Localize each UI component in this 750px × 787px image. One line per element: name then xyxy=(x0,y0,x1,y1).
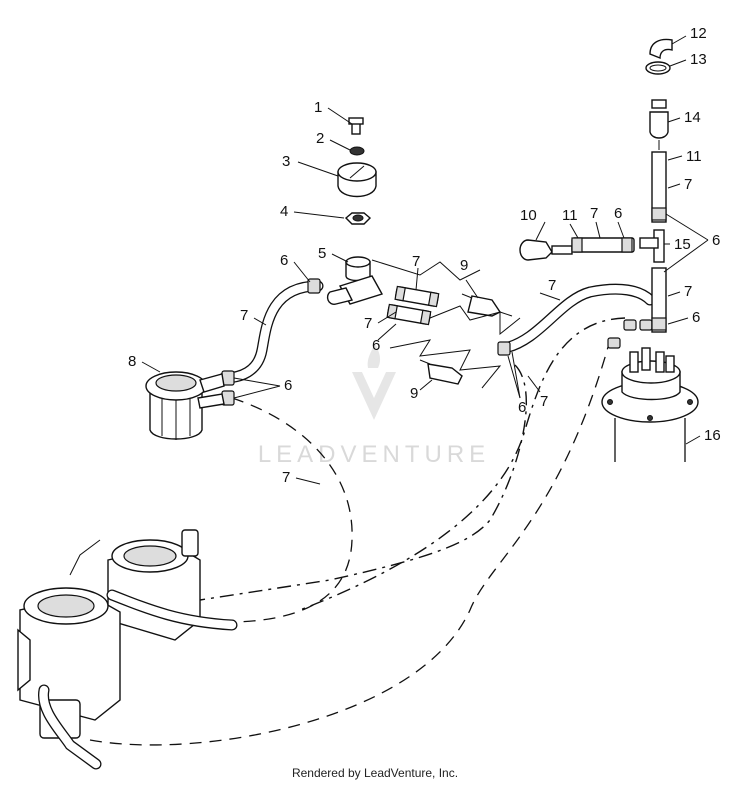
clamp-part-13 xyxy=(645,61,671,75)
clamp-6 xyxy=(651,207,667,221)
dashed-hose-route-left xyxy=(231,397,353,623)
inline-filter-part-9 xyxy=(427,363,463,385)
callout-6: 6 xyxy=(372,337,380,354)
dashed-route-bottom xyxy=(89,339,611,746)
valve-part-14-top xyxy=(651,99,667,109)
screw-head xyxy=(348,117,364,125)
callout-7: 7 xyxy=(548,277,556,294)
clamp-6 xyxy=(307,278,321,294)
callout-labels: 1 2 3 4 5 6 7 8 6 7 7 9 7 6 9 7 6 7 10 1… xyxy=(128,25,721,486)
clamp-6 xyxy=(639,319,653,331)
callout-1: 1 xyxy=(314,99,322,116)
inline-filter-part-9 xyxy=(467,295,502,317)
dashed-route-right xyxy=(299,317,626,611)
callout-7: 7 xyxy=(240,307,248,324)
callout-16: 16 xyxy=(704,427,721,444)
break-lines xyxy=(371,259,521,389)
tank-sender-part-16 xyxy=(601,347,699,462)
carburetor-assembly xyxy=(17,529,238,770)
valve-part-14 xyxy=(649,111,669,139)
callout-13: 13 xyxy=(690,51,707,68)
hose-to-filter xyxy=(218,278,324,406)
callout-9: 9 xyxy=(410,385,418,402)
callout-6: 6 xyxy=(284,377,292,394)
callout-7: 7 xyxy=(590,205,598,222)
callout-2: 2 xyxy=(316,130,324,147)
washer-part-2 xyxy=(349,146,365,156)
render-credit: Rendered by LeadVenture, Inc. xyxy=(291,766,459,780)
callout-4: 4 xyxy=(280,203,288,220)
callout-6: 6 xyxy=(712,232,720,249)
vent-assembly xyxy=(519,38,673,333)
callout-7: 7 xyxy=(412,253,420,270)
leadventure-watermark: LEADVENTURE xyxy=(258,342,490,468)
inline-filters xyxy=(386,285,513,385)
vent-hose-lower xyxy=(651,267,667,333)
callout-9: 9 xyxy=(460,257,468,274)
check-valve-part-10 xyxy=(519,239,553,261)
hose-part-11 xyxy=(651,151,667,223)
watermark-text: LEADVENTURE xyxy=(258,441,490,468)
callout-14: 14 xyxy=(684,109,701,126)
clamp-6 xyxy=(607,337,621,349)
callout-7-vent: 7 xyxy=(684,283,692,300)
callout-6: 6 xyxy=(518,399,526,416)
callout-7: 7 xyxy=(540,393,548,410)
callout-12: 12 xyxy=(690,25,707,42)
callout-5: 5 xyxy=(318,245,326,262)
hose-to-tank xyxy=(497,283,656,356)
elbow-part-12 xyxy=(649,38,673,60)
callout-3: 3 xyxy=(282,153,290,170)
callout-7: 7 xyxy=(282,469,290,486)
routing-dashed-lines xyxy=(89,317,626,746)
callout-6: 6 xyxy=(280,252,288,269)
dashed-route-center xyxy=(199,364,527,601)
callout-7: 7 xyxy=(684,176,692,193)
callout-6-vent: 6 xyxy=(692,309,700,326)
callout-11: 11 xyxy=(562,207,578,224)
callout-6: 6 xyxy=(614,205,622,222)
fuel-filter-part-8 xyxy=(145,371,225,440)
leader-lines xyxy=(141,35,709,485)
callout-10: 10 xyxy=(520,207,537,224)
clamp-6 xyxy=(623,319,637,331)
callout-7: 7 xyxy=(364,315,372,332)
clamp-6 xyxy=(497,341,511,356)
callout-15: 15 xyxy=(674,236,691,253)
cap-assembly xyxy=(326,117,384,305)
callout-8: 8 xyxy=(128,353,136,370)
callout-11: 11 xyxy=(686,148,702,165)
